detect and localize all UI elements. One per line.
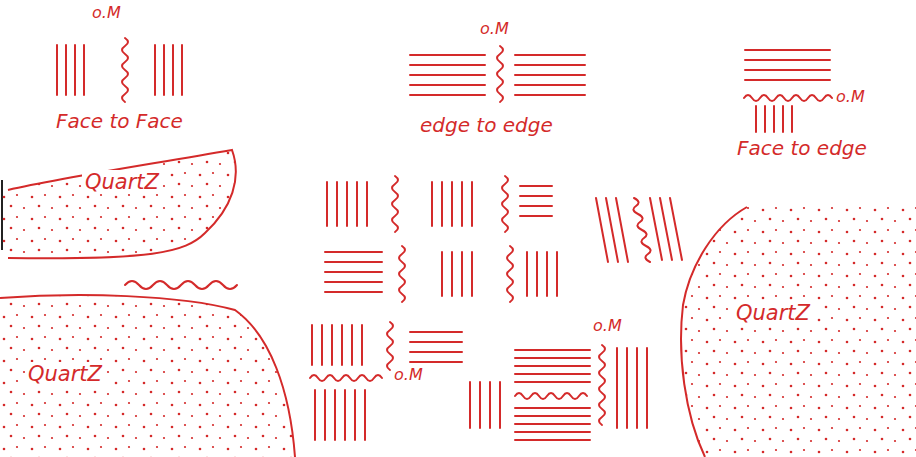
quartz-label: QuartZ <box>733 301 813 325</box>
quartz-grain: QuartZ <box>0 290 300 457</box>
annotation-label: o.M <box>92 4 121 22</box>
annotation-label: Face to Face <box>56 110 183 133</box>
annotation-label: edge to edge <box>420 114 553 137</box>
annotation-label: o.M <box>480 20 509 38</box>
annotation-label: o.M <box>836 88 865 106</box>
annotation-label: Face to edge <box>737 137 867 160</box>
quartz-grain: QuartZ <box>675 205 916 457</box>
annotation-label: o.M <box>394 366 423 384</box>
annotation-label: o.M <box>593 317 622 335</box>
quartz-grain: QuartZ <box>0 148 250 263</box>
quartz-label: QuartZ <box>82 170 162 194</box>
quartz-outline <box>0 148 250 263</box>
quartz-outline <box>675 205 916 457</box>
quartz-label: QuartZ <box>25 362 105 386</box>
